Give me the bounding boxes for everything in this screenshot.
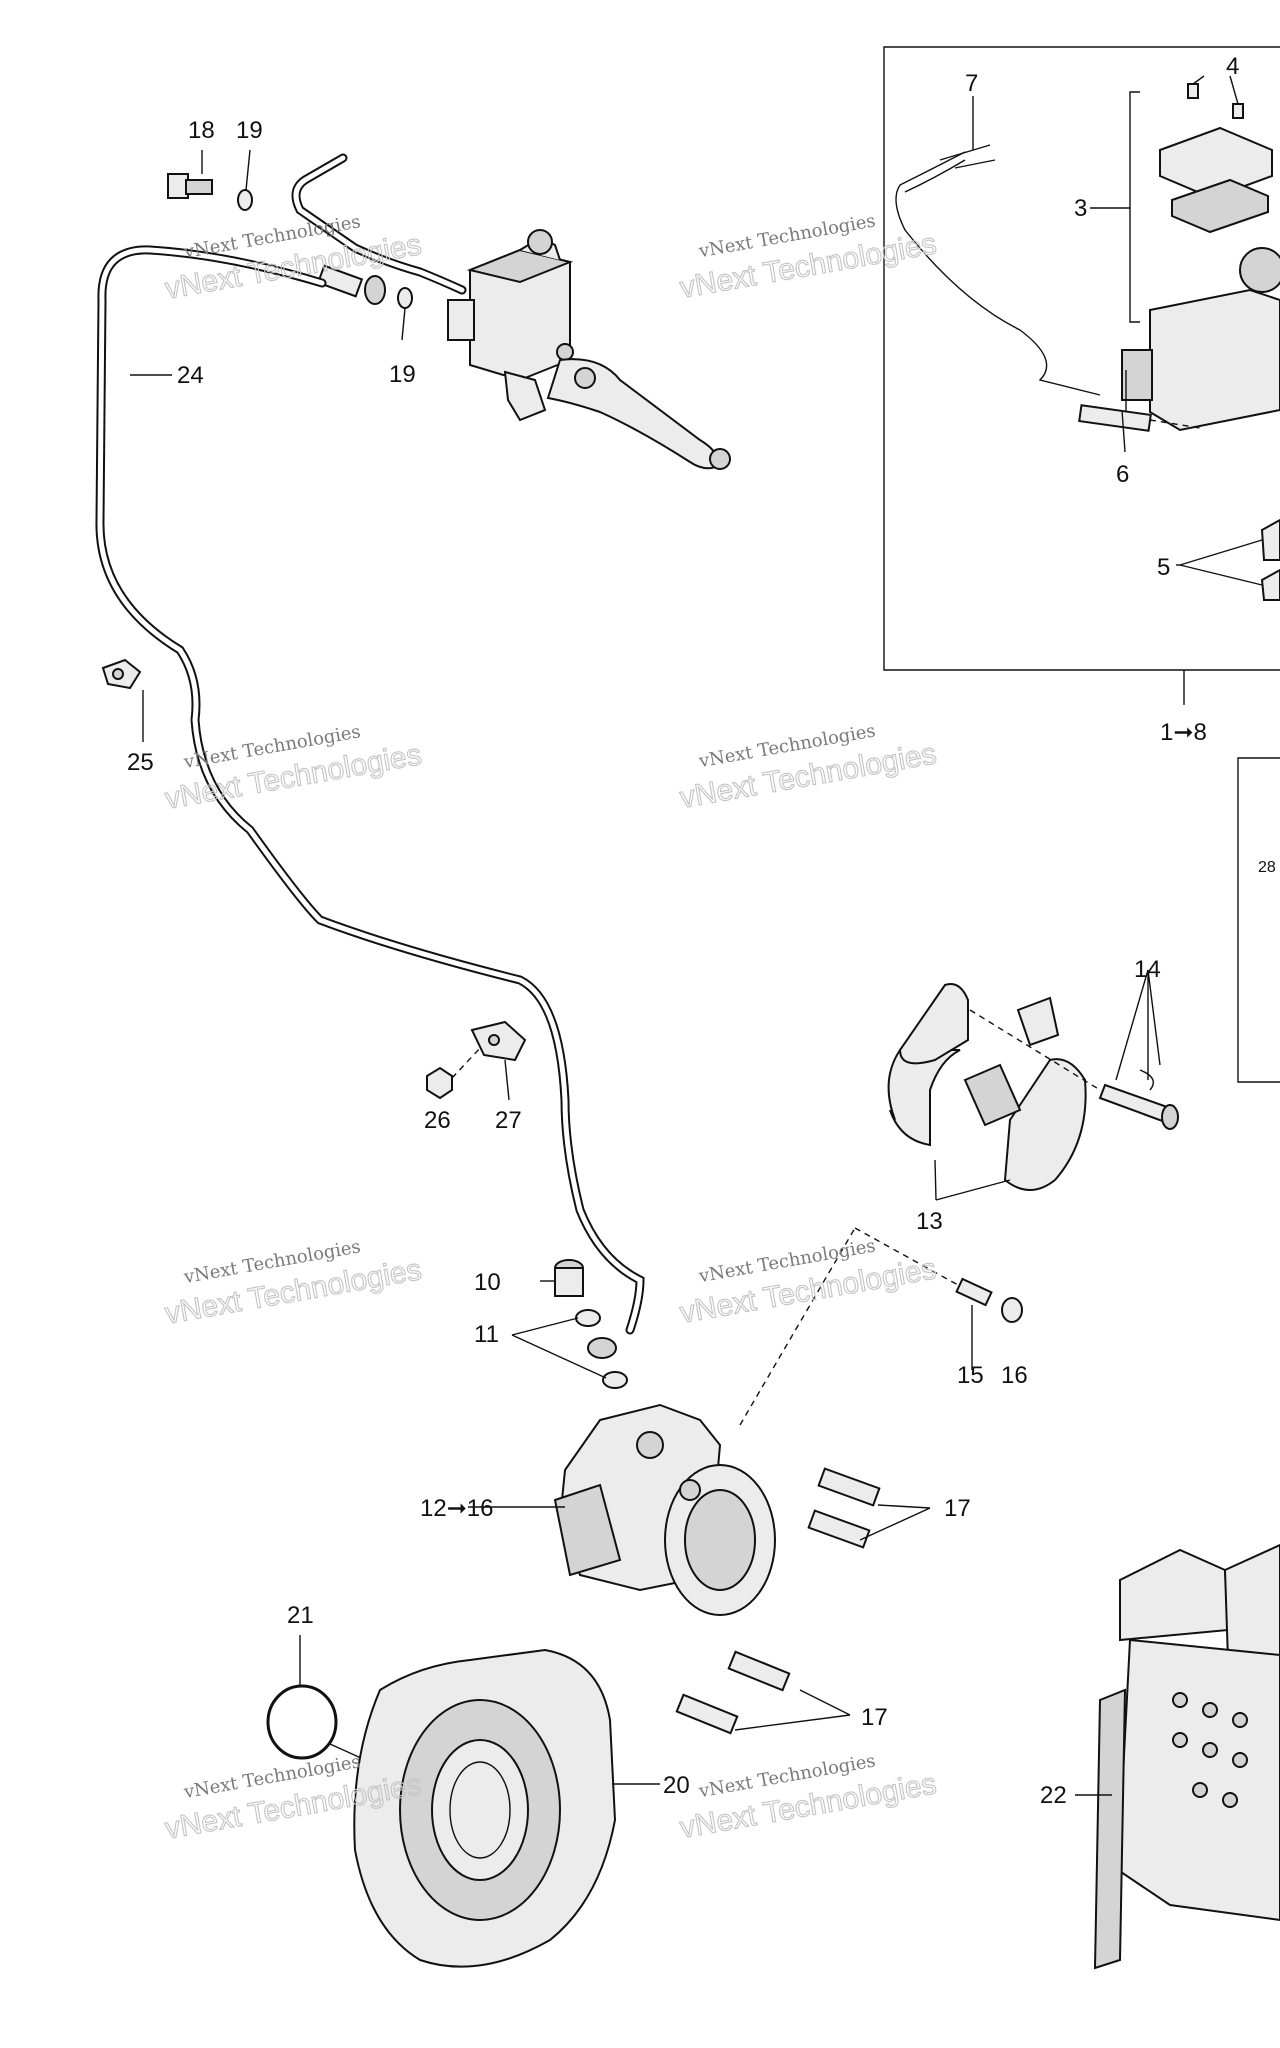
callout-20: 20 — [663, 1772, 690, 1799]
callout-7: 7 — [965, 70, 978, 97]
callout-14: 14 — [1134, 956, 1161, 983]
master-cylinder-assembly — [291, 153, 731, 470]
watermark: vNext Technologies vNext Technologies — [162, 1236, 424, 1331]
inset-box-item-28 — [1237, 757, 1280, 1083]
hose-clamp-item-25 — [101, 658, 142, 690]
callout-25: 25 — [127, 749, 154, 776]
reservoir-cover — [1159, 126, 1273, 234]
skid-plate-item-22 — [1093, 1543, 1280, 1970]
callout-3: 3 — [1074, 195, 1087, 222]
callout-1-8: 1➞8 — [1160, 719, 1207, 746]
washer-item-19-top — [237, 189, 253, 211]
callout-28: 28 — [1258, 859, 1276, 876]
watermark: vNext Technologies vNext Technologies — [162, 211, 424, 306]
caliper-item-12-16 — [553, 1227, 856, 1616]
callout-24: 24 — [177, 362, 204, 389]
callout-6: 6 — [1116, 461, 1129, 488]
bleed-screw-item-15 — [854, 1227, 993, 1307]
screw-item-4 — [1187, 75, 1244, 119]
pad-pin-item-14 — [969, 1009, 1179, 1130]
leader-lines — [130, 96, 1180, 1796]
brake-disc-item-20 — [353, 1648, 617, 1968]
callout-13: 13 — [916, 1208, 943, 1235]
caliper-bolt-item-17-lower — [675, 1650, 791, 1735]
watermark: vNext Technologies vNext Technologies — [677, 1235, 939, 1330]
nut-item-26 — [426, 1066, 453, 1100]
callout-10: 10 — [474, 1269, 501, 1296]
banjo-fitting — [316, 264, 386, 305]
pin-item-5 — [1179, 518, 1280, 601]
callout-26: 26 — [424, 1107, 451, 1134]
watermark: vNext Technologies vNext Technologies — [677, 1750, 939, 1845]
callout-17-upper: 17 — [944, 1495, 971, 1522]
washer-item-19-bottom — [397, 287, 413, 309]
caliper-bolt-item-17-upper — [807, 1467, 881, 1549]
callout-18: 18 — [188, 117, 215, 144]
callout-21: 21 — [287, 1602, 314, 1629]
callout-12-16: 12➞16 — [420, 1495, 494, 1522]
hose-clamp-item-27 — [451, 1020, 527, 1079]
banjo-bolt-item-18 — [167, 173, 213, 199]
callout-17-lower: 17 — [861, 1704, 888, 1731]
callout-27: 27 — [495, 1107, 522, 1134]
watermarks: vNext Technologies vNext Technologies vN… — [162, 210, 939, 1846]
callout-labels: 18 19 19 24 25 26 27 10 11 12➞16 13 14 1… — [127, 53, 1276, 1809]
brake-light-switch-wire — [895, 144, 1201, 432]
callout-19-top: 19 — [236, 117, 263, 144]
callout-4: 4 — [1226, 53, 1239, 80]
inset-box-master-cylinder-kit — [883, 46, 1280, 705]
callout-5: 5 — [1157, 554, 1170, 581]
brake-pads-item-13 — [887, 983, 1087, 1191]
callout-16: 16 — [1001, 1362, 1028, 1389]
banjo-bolt-item-10 — [554, 1259, 584, 1297]
callout-11: 11 — [474, 1321, 499, 1348]
bleed-cap-item-16 — [1001, 1297, 1023, 1323]
brake-hose-item-24 — [95, 245, 645, 1335]
callout-22: 22 — [1040, 1782, 1067, 1809]
washer-item-11 — [575, 1309, 628, 1389]
callout-19-bottom: 19 — [389, 361, 416, 388]
callout-15: 15 — [957, 1362, 984, 1389]
inset-master-cylinder — [1121, 247, 1280, 432]
watermark: vNext Technologies vNext Technologies — [677, 720, 939, 815]
